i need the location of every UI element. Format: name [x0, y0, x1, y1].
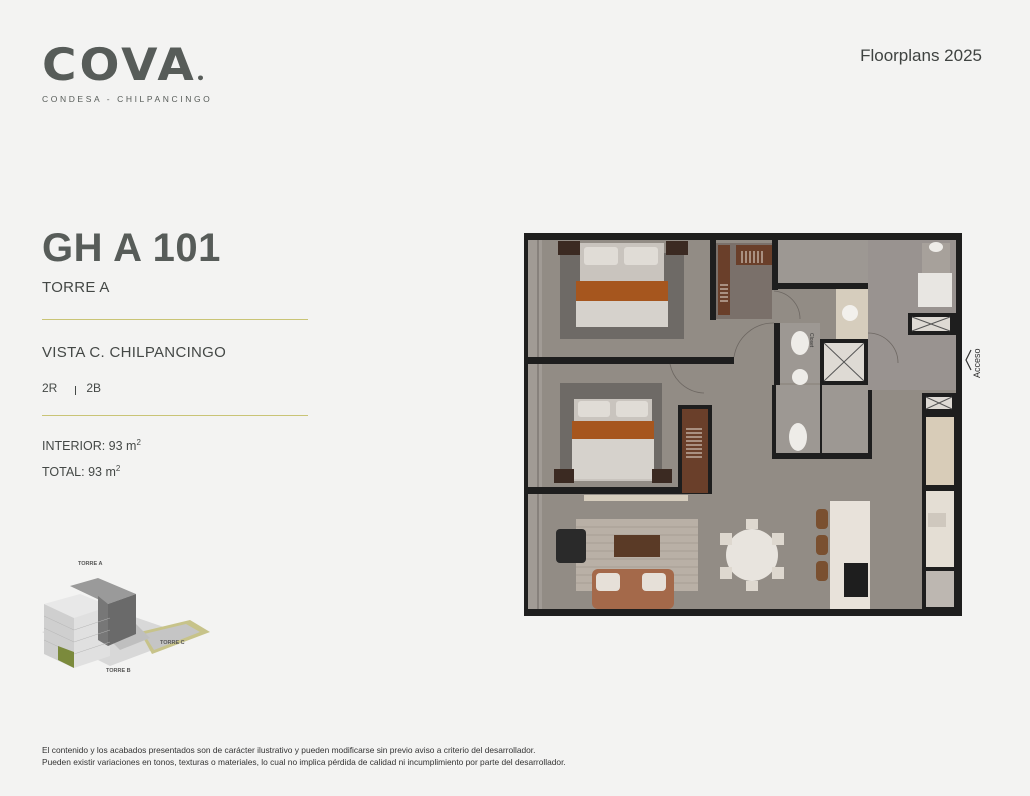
- brand-subtitle: CONDESA - CHILPANCINGO: [42, 94, 213, 104]
- unit-rooms: 2R 2B: [42, 381, 101, 395]
- divider-line: [42, 415, 308, 416]
- floorplan-rendering: Closet: [524, 233, 962, 616]
- site-location-map: TORRE A TORRE B TORRE C: [42, 561, 210, 674]
- rooms-separator: [75, 385, 77, 395]
- bedroom-count: 2R: [42, 381, 58, 395]
- site-label-tower-a: TORRE A: [78, 561, 102, 567]
- disclaimer-line-2: Pueden existir variaciones en tonos, tex…: [42, 757, 566, 767]
- site-label-tower-b: TORRE B: [106, 668, 131, 674]
- access-label: Acceso: [972, 348, 982, 378]
- site-label-tower-c: TORRE C: [160, 640, 185, 646]
- disclaimer: El contenido y los acabados presentados …: [42, 744, 566, 768]
- interior-area: INTERIOR: 93 m2: [42, 438, 141, 454]
- document-title: Floorplans 2025: [860, 46, 982, 65]
- unit-view: VISTA C. CHILPANCINGO: [42, 344, 227, 361]
- unit-code: GH A 101: [42, 226, 221, 270]
- access-indicator: Acceso: [965, 348, 982, 378]
- unit-tower: TORRE A: [42, 279, 110, 296]
- disclaimer-line-1: El contenido y los acabados presentados …: [42, 745, 536, 755]
- closet-label: Closet: [808, 333, 814, 348]
- brand-logo: COVA CONDESA - CHILPANCINGO: [42, 43, 213, 104]
- brand-wordmark: COVA: [42, 43, 212, 88]
- divider-line: [42, 319, 308, 320]
- total-area: TOTAL: 93 m2: [42, 464, 121, 480]
- logo-dot: [197, 75, 203, 81]
- bathroom-count: 2B: [86, 381, 102, 395]
